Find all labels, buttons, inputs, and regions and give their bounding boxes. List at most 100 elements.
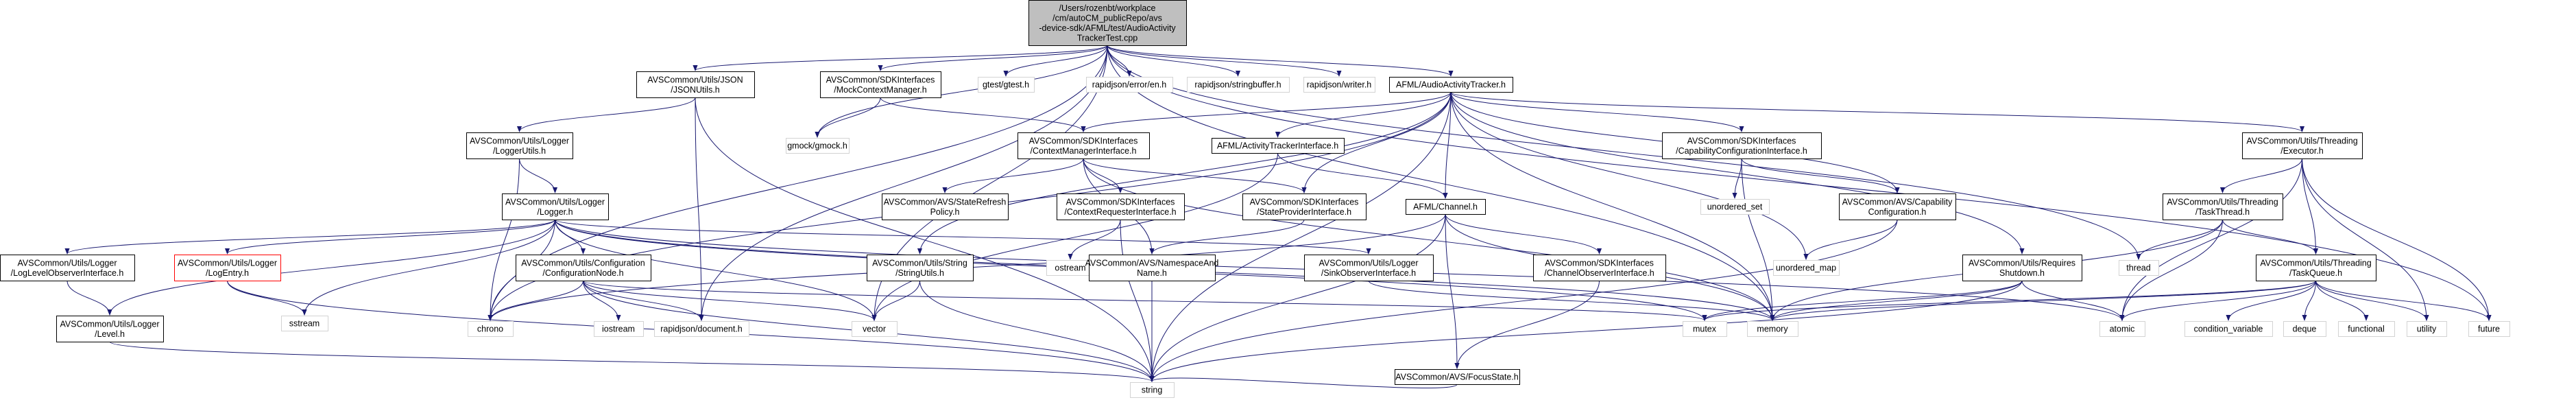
node-box	[468, 321, 514, 337]
edge-aat-to-unordered_map	[1450, 91, 1809, 260]
node-label-line: AVSCommon/Utils/JSON	[647, 75, 743, 84]
node-label-line: AVSCommon/Utils/Logger	[60, 319, 160, 329]
edge-channel-to-chobs	[1445, 213, 1602, 255]
node-cfgnode[interactable]: AVSCommon/Utils/Configuration/Configurat…	[516, 255, 651, 281]
node-box	[1683, 321, 1727, 337]
node-logobs[interactable]: AVSCommon/Utils/Logger/LogLevelObserverI…	[0, 255, 135, 281]
edge-aat-to-strutils	[917, 91, 1452, 255]
node-box	[1533, 255, 1666, 281]
node-executor[interactable]: AVSCommon/Utils/Threading/Executor.h	[2242, 132, 2363, 159]
node-level[interactable]: AVSCommon/Utils/Logger/Level.h	[56, 316, 164, 342]
node-capcfg[interactable]: AVSCommon/AVS/CapabilityConfiguration.h	[1839, 193, 1956, 220]
node-stateprov[interactable]: AVSCommon/SDKInterfaces/StateProviderInt…	[1242, 193, 1367, 220]
node-gtest: gtest/gtest.h	[978, 77, 1035, 93]
node-box	[1700, 199, 1770, 215]
node-sstream: sstream	[281, 316, 328, 331]
edge-taskqueue-to-atomic	[2119, 280, 2316, 321]
node-box	[2119, 260, 2159, 276]
node-label-line: unordered_map	[1776, 263, 1836, 273]
edge-reqshutdown-to-atomic	[2021, 280, 2125, 321]
node-label-line: /Logger.h	[537, 207, 573, 217]
edge-atif-to-channel	[1277, 152, 1448, 199]
node-label-line: thread	[2126, 263, 2150, 273]
node-box	[1089, 255, 1216, 281]
edge-mockctx-to-ctxmgr	[880, 97, 1086, 132]
node-label-line: Configuration.h	[1868, 207, 1927, 217]
edge-executor-to-utility	[2302, 158, 2429, 321]
edge-loggerutils-to-chrono	[487, 158, 520, 321]
node-label-line: /LogEntry.h	[206, 268, 249, 278]
node-gmock: gmock/gmock.h	[786, 138, 850, 154]
node-channel[interactable]: AFML/Channel.h	[1406, 199, 1486, 215]
node-strutils[interactable]: AVSCommon/Utils/String/StringUtils.h	[867, 255, 974, 281]
edge-aat-to-memory	[1450, 91, 1775, 321]
edge-root-to-jsonutils	[693, 45, 1108, 71]
edge-root-to-memory	[1107, 45, 1775, 321]
edge-root-to-gtest	[1003, 45, 1108, 77]
edge-strutils-to-vector	[871, 280, 920, 321]
node-label-line: Policy.h	[930, 207, 960, 217]
node-logger[interactable]: AVSCommon/Utils/Logger/Logger.h	[502, 193, 609, 220]
node-mockctx[interactable]: AVSCommon/SDKInterfaces/MockContextManag…	[820, 71, 941, 98]
node-root[interactable]: /Users/rozenbt/workplace/cm/autoCM_publi…	[1028, 0, 1187, 46]
edge-taskthread-to-atomic	[2119, 219, 2223, 321]
edge-aat-to-string	[1149, 91, 1452, 382]
node-jsonutils[interactable]: AVSCommon/Utils/JSON/JSONUtils.h	[636, 71, 755, 98]
node-focusstate[interactable]: AVSCommon/AVS/FocusState.h	[1395, 369, 1520, 385]
edge-taskqueue-to-condvar	[2226, 280, 2316, 321]
node-label-line: vector	[863, 325, 886, 334]
edge-executor-to-taskthread	[2219, 158, 2302, 193]
node-mutex: mutex	[1683, 321, 1727, 337]
edge-ctxmgr-to-memory	[1083, 158, 1775, 321]
node-taskqueue[interactable]: AVSCommon/Utils/Threading/TaskQueue.h	[2256, 255, 2376, 281]
node-box	[1389, 77, 1513, 93]
edge-aat-to-atif	[1275, 91, 1452, 138]
edge-focusstate-to-string	[1149, 375, 1458, 388]
node-loggerutils[interactable]: AVSCommon/Utils/Logger/LoggerUtils.h	[466, 132, 573, 159]
edge-reqshutdown-to-mutex	[1702, 280, 2023, 321]
node-ctxreq[interactable]: AVSCommon/SDKInterfaces/ContextRequester…	[1057, 193, 1185, 220]
edge-cfgnode-to-mutex	[583, 280, 1707, 321]
node-label-line: AVSCommon/Utils/Logger	[178, 258, 277, 268]
node-writer: rapidjson/writer.h	[1303, 77, 1375, 93]
node-label-line: utility	[2417, 325, 2437, 334]
edge-cfgnode-to-iostream	[583, 280, 621, 321]
node-ctxmgr[interactable]: AVSCommon/SDKInterfaces/ContextManagerIn…	[1018, 132, 1150, 159]
node-box	[1242, 193, 1367, 220]
edge-ctxmgr-to-staterefresh	[942, 158, 1084, 193]
node-aat[interactable]: AFML/AudioActivityTracker.h	[1389, 77, 1513, 93]
node-label-line: /ContextRequesterInterface.h	[1064, 207, 1176, 217]
edge-aat-to-capcfgif	[1450, 91, 1744, 132]
node-sinkobs[interactable]: AVSCommon/Utils/Logger/SinkObserverInter…	[1304, 255, 1434, 281]
edge-capcfg-to-unordered_map	[1803, 219, 1898, 260]
node-rjdoc: rapidjson/document.h	[654, 321, 749, 337]
node-chobs[interactable]: AVSCommon/SDKInterfaces/ChannelObserverI…	[1533, 255, 1666, 281]
node-atomic: atomic	[2099, 321, 2145, 337]
node-unordered_map: unordered_map	[1773, 260, 1840, 276]
node-label-line: AVSCommon/Utils/Threading	[2246, 136, 2357, 145]
node-label-line: AVSCommon/SDKInterfaces	[1687, 136, 1796, 145]
node-string: string	[1130, 382, 1175, 398]
edge-jsonutils-to-rjdoc	[695, 97, 704, 321]
node-box	[882, 193, 1009, 220]
node-label-line: Shutdown.h	[1999, 268, 2045, 278]
node-box	[654, 321, 749, 337]
node-memory: memory	[1747, 321, 1798, 337]
node-label-line: /MockContextManager.h	[834, 85, 927, 95]
node-capcfgif[interactable]: AVSCommon/SDKInterfaces/CapabilityConfig…	[1662, 132, 1822, 159]
edge-capcfg-to-string	[1149, 219, 1898, 382]
edge-atif-to-vector	[871, 152, 1278, 321]
edge-ctxreq-to-ostream	[1068, 219, 1121, 260]
node-taskthread[interactable]: AVSCommon/Utils/Threading/TaskThread.h	[2163, 193, 2283, 220]
node-label-line: AVSCommon/Utils/String	[872, 258, 967, 268]
edge-channel-to-focusstate	[1445, 213, 1460, 369]
edge-ctxmgr-to-stateprov	[1083, 158, 1307, 193]
node-atif[interactable]: AFML/ActivityTrackerInterface.h	[1212, 138, 1345, 154]
node-logentry[interactable]: AVSCommon/Utils/Logger/LogEntry.h	[174, 255, 281, 281]
edge-capcfgif-to-memory	[1741, 158, 1775, 321]
edge-logobs-to-level	[67, 280, 112, 316]
edges-layer	[64, 45, 2492, 388]
